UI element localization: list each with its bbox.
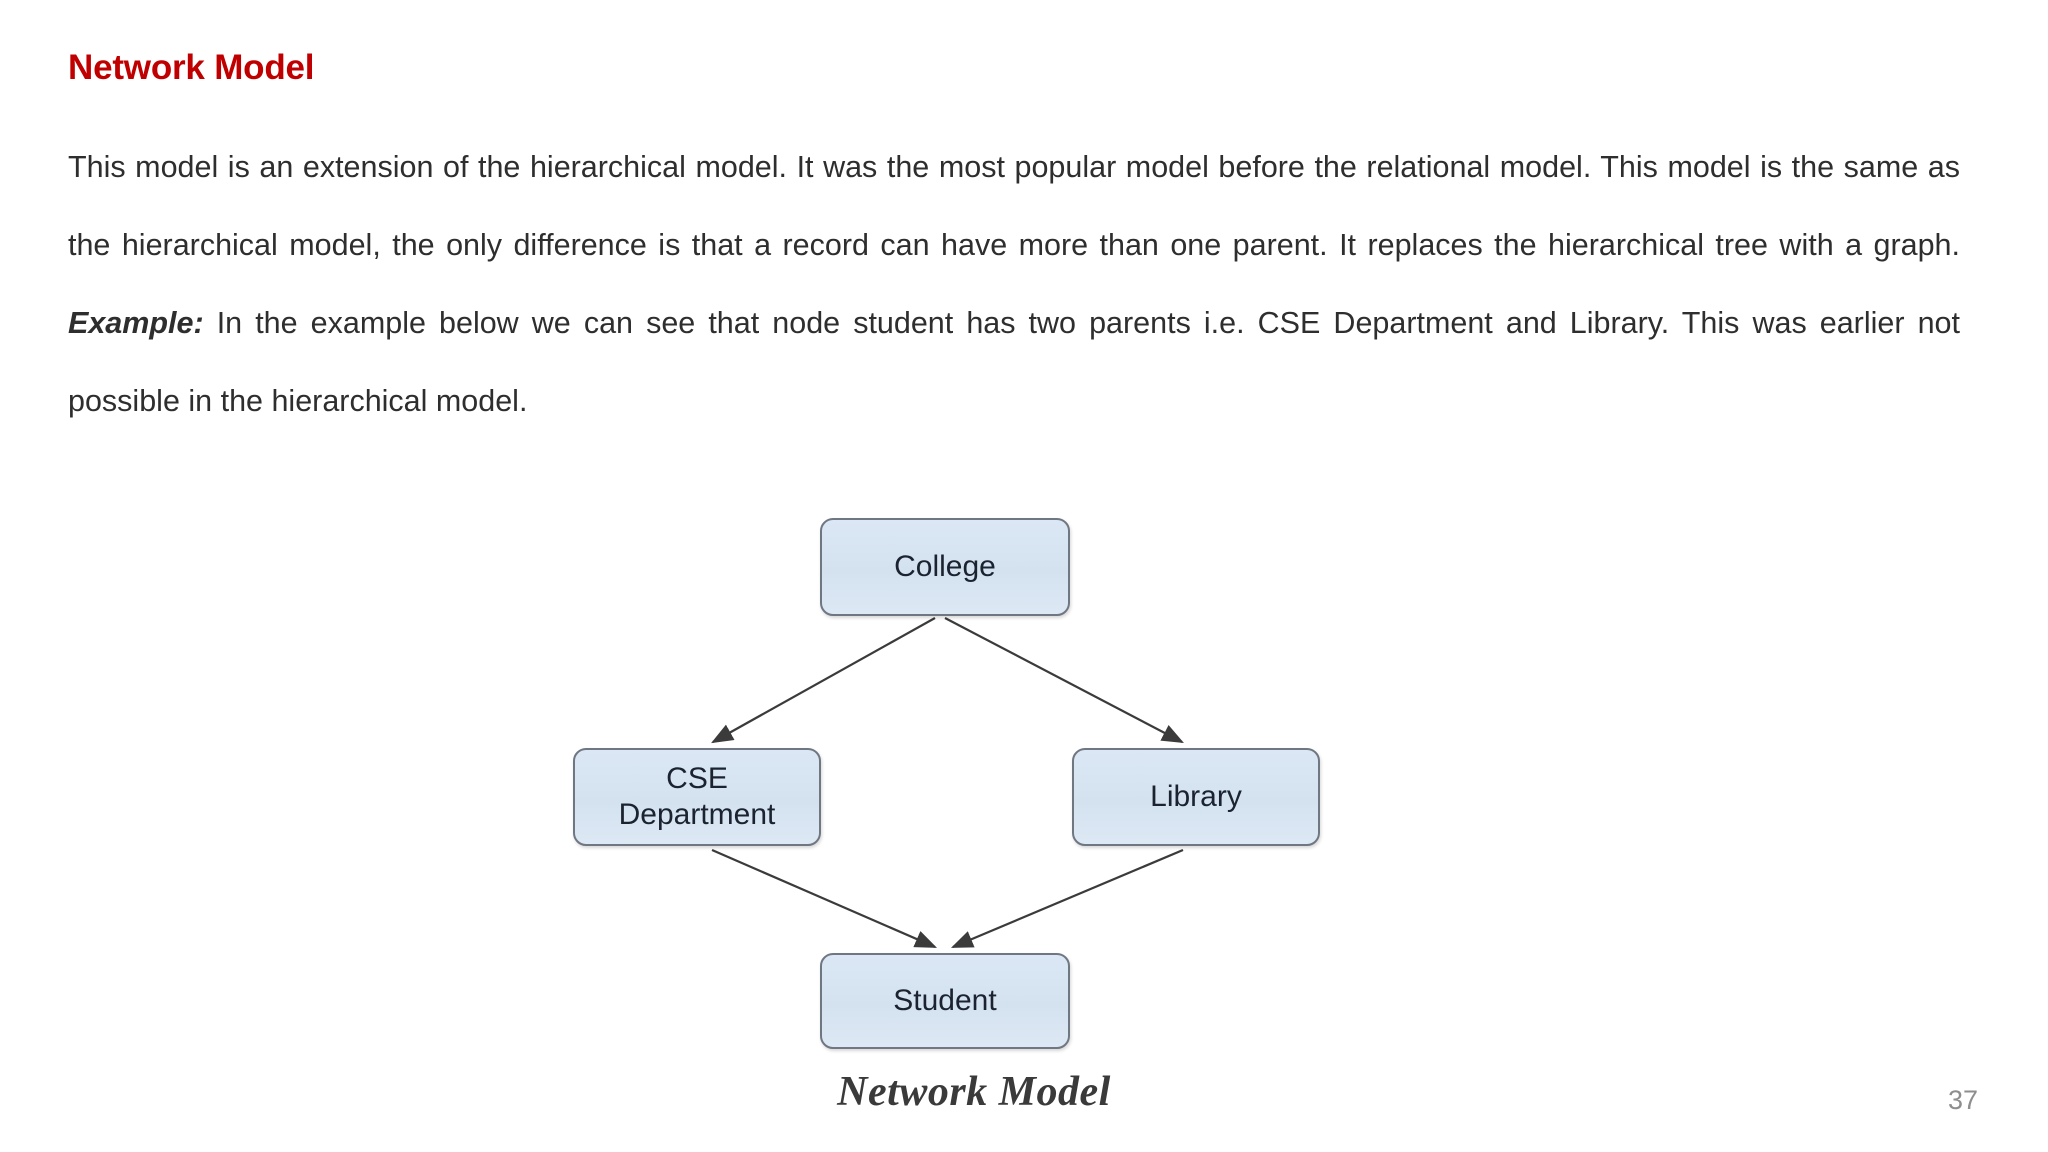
diagram-node-cse-department[interactable]: CSE Department [573,748,821,846]
diagram-node-college[interactable]: College [820,518,1070,616]
diagram-edges-layer [711,617,1184,949]
body-text-part2: In the example below we can see that nod… [68,306,1960,418]
network-model-diagram: College CSE Department Library Student N… [0,470,2048,1152]
body-paragraph: This model is an extension of the hierar… [68,128,1960,440]
edge-library-to-student [950,848,1184,949]
page-title: Network Model [68,48,315,87]
edge-cse-to-student [711,848,938,949]
page-number: 37 [1947,1085,1978,1115]
node-label-student: Student [893,984,997,1017]
diagram-node-library[interactable]: Library [1072,748,1320,846]
diagram-node-student[interactable]: Student [820,953,1070,1049]
edge-college-to-library [944,617,1184,744]
node-label-college: College [894,550,996,583]
node-label-cse-line1: CSE [666,762,728,795]
edge-college-to-cse [711,617,936,744]
example-label: Example: [68,306,204,340]
body-text-part1: This model is an extension of the hierar… [68,150,1960,262]
node-label-library: Library [1150,780,1242,813]
diagram-caption: Network Model [837,1069,1111,1115]
node-label-cse-line2: Department [618,798,776,831]
